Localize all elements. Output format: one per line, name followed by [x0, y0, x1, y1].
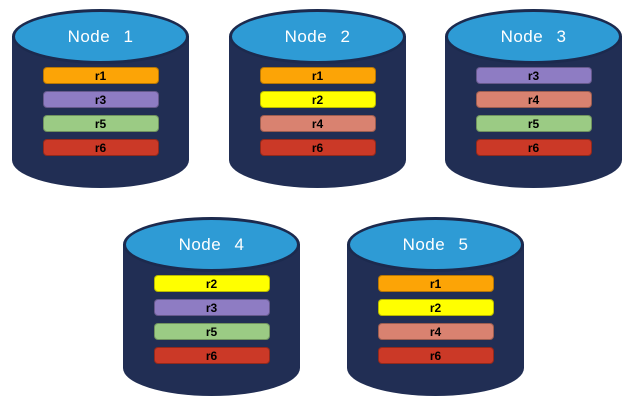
replica-bar: r4 — [475, 91, 592, 108]
replica-list: r1 r2 r4 r6 — [347, 275, 524, 364]
node-title: Node 5 — [402, 234, 469, 254]
cylinder-top: Node 4 — [123, 217, 300, 272]
replica-list: r3 r4 r5 r6 — [445, 67, 622, 156]
replica-list: r1 r3 r5 r6 — [12, 67, 189, 156]
node-title: Node 4 — [178, 234, 245, 254]
replica-label: r2 — [429, 300, 442, 315]
replica-label: r3 — [205, 300, 218, 315]
replica-bar: r4 — [259, 115, 376, 132]
replica-label: r1 — [311, 68, 324, 83]
replica-bar: r6 — [475, 139, 592, 156]
replica-list: r1 r2 r4 r6 — [229, 67, 406, 156]
replica-label: r4 — [311, 116, 324, 131]
replica-label: r2 — [311, 92, 324, 107]
cylinder-top: Node 2 — [229, 9, 406, 64]
replica-bar: r6 — [377, 347, 494, 364]
cylinder-top: Node 1 — [12, 9, 189, 64]
replica-label: r6 — [205, 348, 218, 363]
replica-label: r3 — [94, 92, 107, 107]
database-node-1: Node 1 r1 r3 r5 r6 — [12, 9, 189, 188]
replica-label: r1 — [94, 68, 107, 83]
replica-bar: r4 — [377, 323, 494, 340]
replica-bar: r3 — [153, 299, 270, 316]
replica-label: r4 — [527, 92, 540, 107]
replica-bar: r6 — [259, 139, 376, 156]
replica-label: r5 — [527, 116, 540, 131]
replica-label: r5 — [205, 324, 218, 339]
replica-bar: r6 — [42, 139, 159, 156]
replica-list: r2 r3 r5 r6 — [123, 275, 300, 364]
replica-bar: r5 — [475, 115, 592, 132]
replica-bar: r1 — [377, 275, 494, 292]
replica-bar: r1 — [42, 67, 159, 84]
replica-label: r5 — [94, 116, 107, 131]
replica-label: r2 — [205, 276, 218, 291]
replica-bar: r2 — [377, 299, 494, 316]
cylinder-top: Node 5 — [347, 217, 524, 272]
node-title: Node 3 — [500, 26, 567, 46]
replica-bar: r1 — [259, 67, 376, 84]
node-title: Node 2 — [284, 26, 351, 46]
replica-label: r4 — [429, 324, 442, 339]
replica-label: r6 — [429, 348, 442, 363]
database-node-4: Node 4 r2 r3 r5 r6 — [123, 217, 300, 396]
replica-bar: r3 — [475, 67, 592, 84]
database-node-2: Node 2 r1 r2 r4 r6 — [229, 9, 406, 188]
replica-bar: r2 — [153, 275, 270, 292]
replica-label: r1 — [429, 276, 442, 291]
node-title: Node 1 — [67, 26, 134, 46]
cylinder-top: Node 3 — [445, 9, 622, 64]
replica-bar: r5 — [153, 323, 270, 340]
replica-label: r6 — [311, 140, 324, 155]
replica-bar: r6 — [153, 347, 270, 364]
replica-label: r6 — [527, 140, 540, 155]
replica-label: r3 — [527, 68, 540, 83]
database-node-3: Node 3 r3 r4 r5 r6 — [445, 9, 622, 188]
replica-bar: r2 — [259, 91, 376, 108]
database-node-5: Node 5 r1 r2 r4 r6 — [347, 217, 524, 396]
replica-bar: r5 — [42, 115, 159, 132]
replica-label: r6 — [94, 140, 107, 155]
replica-bar: r3 — [42, 91, 159, 108]
